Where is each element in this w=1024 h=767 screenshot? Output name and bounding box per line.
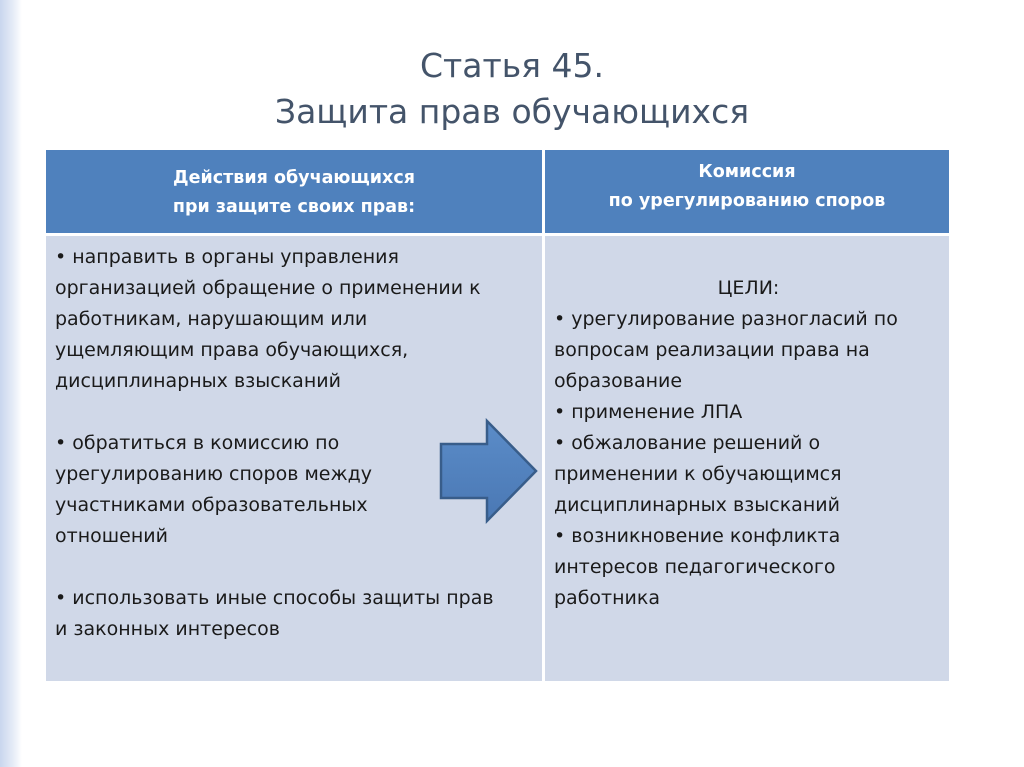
goals-heading: ЦЕЛИ: [717, 277, 780, 299]
list-item-other-methods: • использовать иные способы защиты прав … [55, 583, 534, 645]
text-line: образование [554, 370, 683, 392]
text-line: дисциплинарных взысканий [55, 370, 341, 392]
header-right-line-2: по урегулированию споров [608, 191, 886, 211]
text-line: отношений [55, 525, 168, 547]
text-line: организацией обращение о применении к [55, 277, 481, 299]
header-right-line-1: Комиссия [698, 162, 796, 182]
header-student-actions: Действия обучающихся при защите своих пр… [46, 150, 542, 233]
text-line: урегулированию споров между [55, 463, 372, 485]
text-line: • урегулирование разногласий по [554, 308, 898, 330]
list-item-resolve-disagreements: • урегулирование разногласий по вопросам… [554, 304, 943, 397]
text-line: вопросам реализации права на [554, 339, 870, 361]
header-dispute-commission: Комиссия по урегулированию споров [545, 150, 949, 233]
text-line: дисциплинарных взысканий [554, 494, 840, 516]
text-line: • использовать иные способы защиты прав [55, 587, 494, 609]
list-item-appeal-to-management: • направить в органы управления организа… [55, 242, 534, 397]
text-line: участниками образовательных [55, 494, 368, 516]
list-item-conflict-of-interest: • возникновение конфликта интересов педа… [554, 521, 943, 614]
slide-title-article: Статья 45. [420, 46, 604, 85]
text-line: интересов педагогического [554, 556, 836, 578]
text-line: • направить в органы управления [55, 246, 399, 268]
header-divider [46, 233, 949, 236]
list-item-appeal-decisions: • обжалование решений о применении к обу… [554, 428, 943, 521]
column-divider [542, 150, 545, 681]
text-line: • возникновение конфликта [554, 525, 841, 547]
spacer [55, 552, 534, 583]
text-line: и законных интересов [55, 618, 280, 640]
list-item-apply-lpa: • применение ЛПА [554, 397, 943, 428]
comparison-table: Действия обучающихся при защите своих пр… [46, 150, 949, 681]
cell-commission-goals: ЦЕЛИ: • урегулирование разногласий по во… [545, 236, 949, 681]
list-item-appeal-to-commission: • обратиться в комиссию по урегулировани… [55, 428, 534, 552]
text-line: применении к обучающимся [554, 463, 842, 485]
header-left-line-1: Действия обучающихся [173, 168, 415, 188]
text-line: • применение ЛПА [554, 401, 743, 423]
slide-left-edge-decoration [0, 0, 22, 767]
text-line: • обратиться в комиссию по [55, 432, 340, 454]
header-left-line-2: при защите своих прав: [172, 197, 416, 217]
text-line: работника [554, 587, 661, 609]
text-line: • обжалование решений о [554, 432, 821, 454]
text-line: работникам, нарушающим или [55, 308, 368, 330]
right-arrow-icon [439, 418, 538, 525]
text-line: ущемляющим права обучающихся, [55, 339, 409, 361]
slide-title-subject: Защита прав обучающихся [274, 92, 750, 131]
